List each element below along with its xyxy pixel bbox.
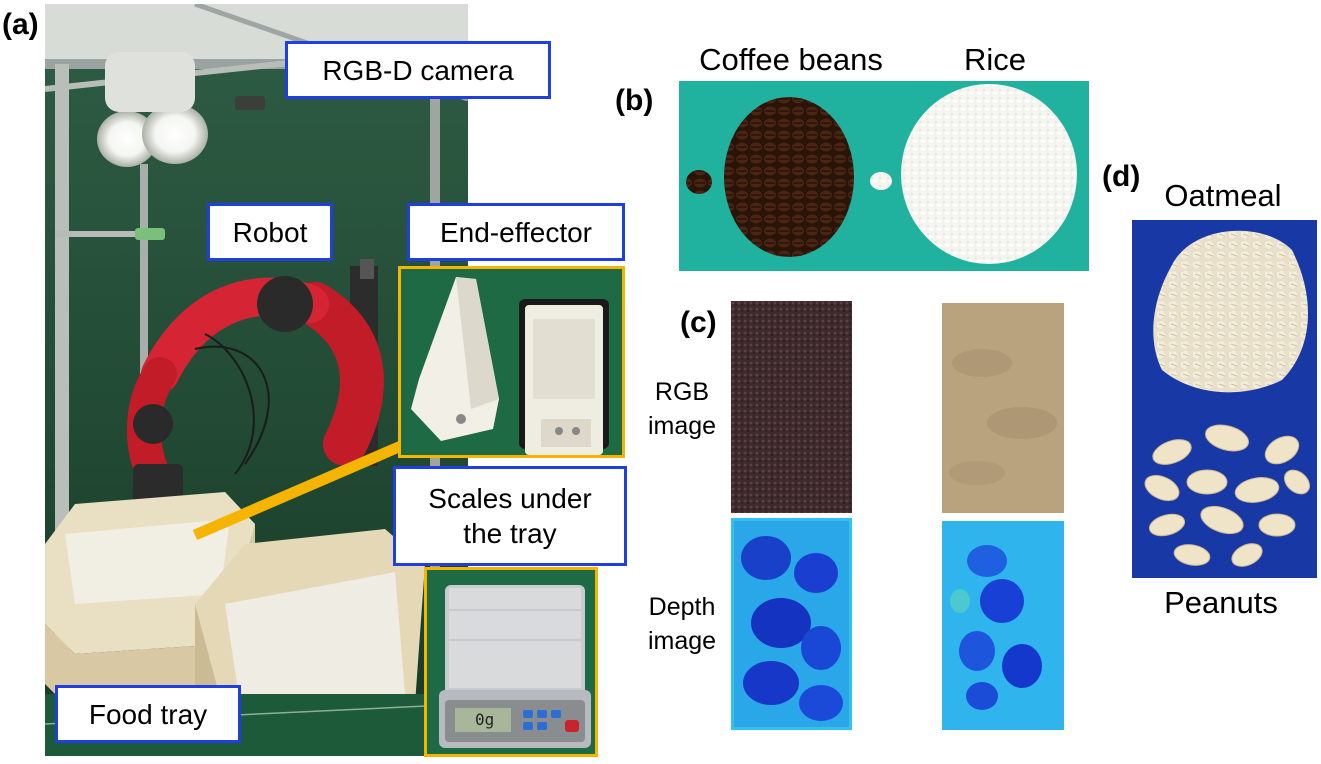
rgb-image-label: RGB image [640, 376, 724, 444]
depth-image-label: Depth image [636, 591, 728, 659]
oatmeal-peanuts-photo [1132, 220, 1317, 578]
rgb-image-label-line2: image [647, 411, 717, 440]
callout-food-tray-label: Food tray [88, 698, 208, 730]
rice-rgb-image [942, 303, 1064, 513]
callout-scales-line1: Scales under [428, 483, 592, 514]
callout-robot: Robot [207, 203, 333, 261]
callout-food-tray: Food tray [55, 685, 241, 743]
rgb-image-label-line1: RGB [654, 378, 710, 406]
callout-rgbd-camera: RGB-D camera [285, 41, 551, 99]
callout-end-effector-label: End-effector [439, 216, 593, 248]
oatmeal-caption: Oatmeal [1164, 178, 1282, 213]
coffee-depth-image [731, 518, 852, 730]
callout-rgbd-camera-label: RGB-D camera [322, 54, 514, 86]
callout-robot-label: Robot [232, 216, 308, 248]
callout-end-effector: End-effector [407, 203, 625, 261]
depth-image-label-line2: image [647, 626, 717, 655]
depth-image-label-line1: Depth [648, 593, 716, 621]
coffee-beans-caption: Coffee beans [699, 42, 883, 77]
scale-photo: 0g [424, 567, 598, 757]
coffee-rgb-image [731, 301, 852, 513]
panel-label-a: (a) [2, 8, 39, 41]
scale-readout: 0g [475, 710, 495, 729]
panel-label-b: (b) [615, 84, 654, 117]
end-effector-photo [398, 266, 625, 458]
panel-label-d: (d) [1102, 160, 1141, 193]
rice-depth-image [942, 521, 1064, 730]
peanuts-caption: Peanuts [1164, 585, 1278, 620]
callout-scales: Scales under the tray [393, 466, 627, 566]
callout-scales-line2: the tray [463, 518, 557, 549]
coffee-rice-photo [679, 81, 1089, 271]
panel-label-c: (c) [680, 306, 717, 339]
rice-caption: Rice [963, 42, 1026, 77]
